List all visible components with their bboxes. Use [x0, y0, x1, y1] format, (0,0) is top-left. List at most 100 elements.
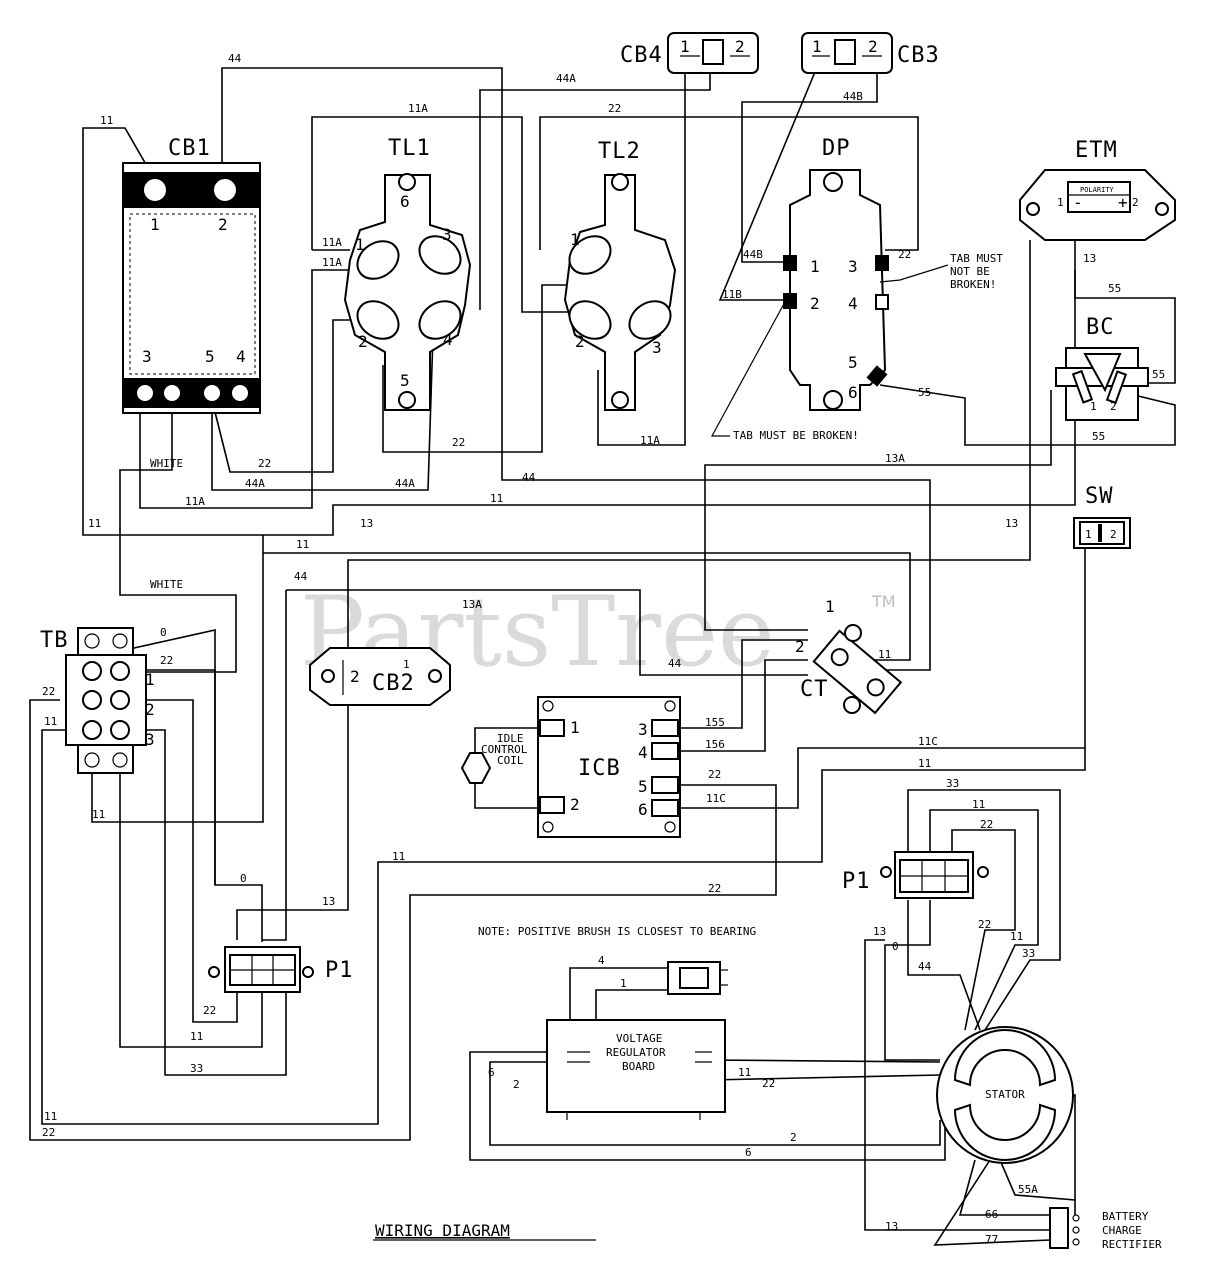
rectifier-line3: RECTIFIER [1102, 1238, 1162, 1251]
wire-label: WHITE [150, 457, 183, 470]
wire-label: 11 [44, 1110, 57, 1123]
cb2-terminal-2: 2 [350, 667, 360, 686]
ct-current-transformer [812, 629, 903, 715]
wire-label: 22 [708, 768, 721, 781]
idle-coil-line1: IDLE [497, 732, 524, 745]
tl2-terminal-1: 1 [570, 230, 580, 249]
tl1-terminal-5: 5 [400, 371, 410, 390]
ct-terminal-1: 1 [825, 597, 835, 616]
brush-holder [667, 961, 728, 995]
cb1-terminal-screw [135, 383, 155, 403]
wire-label: 1 [620, 977, 627, 990]
idle-coil-symbol [460, 752, 492, 784]
sw-switch [1073, 517, 1131, 549]
wire-label: 11 [738, 1066, 751, 1079]
vr-board-line1: VOLTAGE [616, 1032, 662, 1045]
dp-terminal-6: 6 [848, 383, 858, 402]
sw-terminal-1: 1 [1085, 528, 1092, 541]
wire-label: 33 [190, 1062, 203, 1075]
wire-label: 44A [245, 477, 265, 490]
wire-label: WHITE [150, 578, 183, 591]
cb1-terminal-4: 4 [236, 347, 246, 366]
wire-label: 11A [640, 434, 660, 447]
wire-label: 13 [873, 925, 886, 938]
wire-label: 22 [452, 436, 465, 449]
voltage-regulator-board [546, 1019, 726, 1120]
icb-terminal-3: 3 [638, 720, 648, 739]
icb-terminal-2: 2 [570, 795, 580, 814]
tl1-terminal-1: 1 [355, 235, 365, 254]
wire-label: 11 [972, 798, 985, 811]
tab-note-arrow [879, 264, 949, 283]
wire-label: 11A [185, 495, 205, 508]
cb1-terminal-1: 1 [150, 215, 160, 234]
tl1-label: TL1 [388, 136, 431, 161]
wire-label: 44 [918, 960, 932, 973]
icb-terminal-1: 1 [570, 718, 580, 737]
vr-board-line3: BOARD [622, 1060, 655, 1073]
wire-label: 22 [42, 685, 55, 698]
wire-label: 13 [322, 895, 335, 908]
wire-paths [29, 59, 1176, 1246]
wire-label: 2 [790, 1131, 797, 1144]
wire-label: 33 [946, 777, 959, 790]
wire-label: 44B [743, 248, 763, 261]
icb-label: ICB [578, 756, 621, 781]
tl2-label: TL2 [598, 139, 641, 164]
tl1-terminal-2: 2 [358, 332, 368, 351]
etm-plus: + [1118, 193, 1128, 212]
etm-hour-meter [1019, 169, 1176, 241]
wire-label: 6 [745, 1146, 752, 1159]
dp-terminal-1: 1 [810, 257, 820, 276]
cb3-terminal-1: 1 [812, 37, 822, 56]
rectifier-line2: CHARGE [1102, 1224, 1142, 1237]
wire-label: 44 [228, 52, 242, 65]
bc-terminal-1: 1 [1090, 400, 1097, 413]
wire-label: 11 [100, 114, 113, 127]
cb2-label: CB2 [372, 671, 415, 696]
bc-label: BC [1086, 315, 1115, 340]
wire-label: 55 [1108, 282, 1121, 295]
wire-label: 22 [160, 654, 173, 667]
wire-label: 4 [598, 954, 605, 967]
rectifier-line1: BATTERY [1102, 1210, 1149, 1223]
wire-label: 11 [918, 757, 931, 770]
wire-label: 22 [258, 457, 271, 470]
p1-left-connector [208, 946, 314, 993]
wire-label: 55 [1152, 368, 1165, 381]
dp-terminal-4: 4 [848, 294, 858, 313]
sw-label: SW [1085, 484, 1114, 509]
wire-label: 11A [322, 236, 342, 249]
etm-terminal-1: 1 [1057, 196, 1064, 209]
wire-label: 11 [296, 538, 309, 551]
tb-terminal-block [65, 627, 147, 774]
wire-label: 55A [1018, 1183, 1038, 1196]
dp-label: DP [822, 136, 851, 161]
tab-broken-note: TAB MUST BE BROKEN! [733, 429, 859, 442]
wire-label: 22 [762, 1077, 775, 1090]
wire-label: 22 [708, 882, 721, 895]
wire-label: 11A [322, 256, 342, 269]
cb1-terminal-screw [212, 177, 238, 203]
p1-right-connector [880, 851, 989, 899]
vr-board-line2: REGULATOR [606, 1046, 666, 1059]
tab-note-line1: TAB MUST [950, 252, 1003, 265]
tl2-terminal-lug [563, 173, 677, 411]
wire-label: 155 [705, 716, 725, 729]
wire-label: 11 [490, 492, 503, 505]
wire-label: 156 [705, 738, 725, 751]
wire-label: 44 [522, 471, 536, 484]
cb1-label: CB1 [168, 136, 211, 161]
wire-label: 22 [42, 1126, 55, 1139]
wire-label: 11C [706, 792, 726, 805]
etm-polarity-label: POLARITY [1080, 186, 1115, 194]
tab-note-line3: BROKEN! [950, 278, 996, 291]
tl1-terminal-6: 6 [400, 192, 410, 211]
wire-label: 11A [408, 102, 428, 115]
icb-terminal-6: 6 [638, 800, 648, 819]
cb1-terminal-screw [142, 177, 168, 203]
sw-terminal-2: 2 [1110, 528, 1117, 541]
battery-charge-rectifier [1049, 1207, 1080, 1249]
etm-terminal-2: 2 [1132, 196, 1139, 209]
